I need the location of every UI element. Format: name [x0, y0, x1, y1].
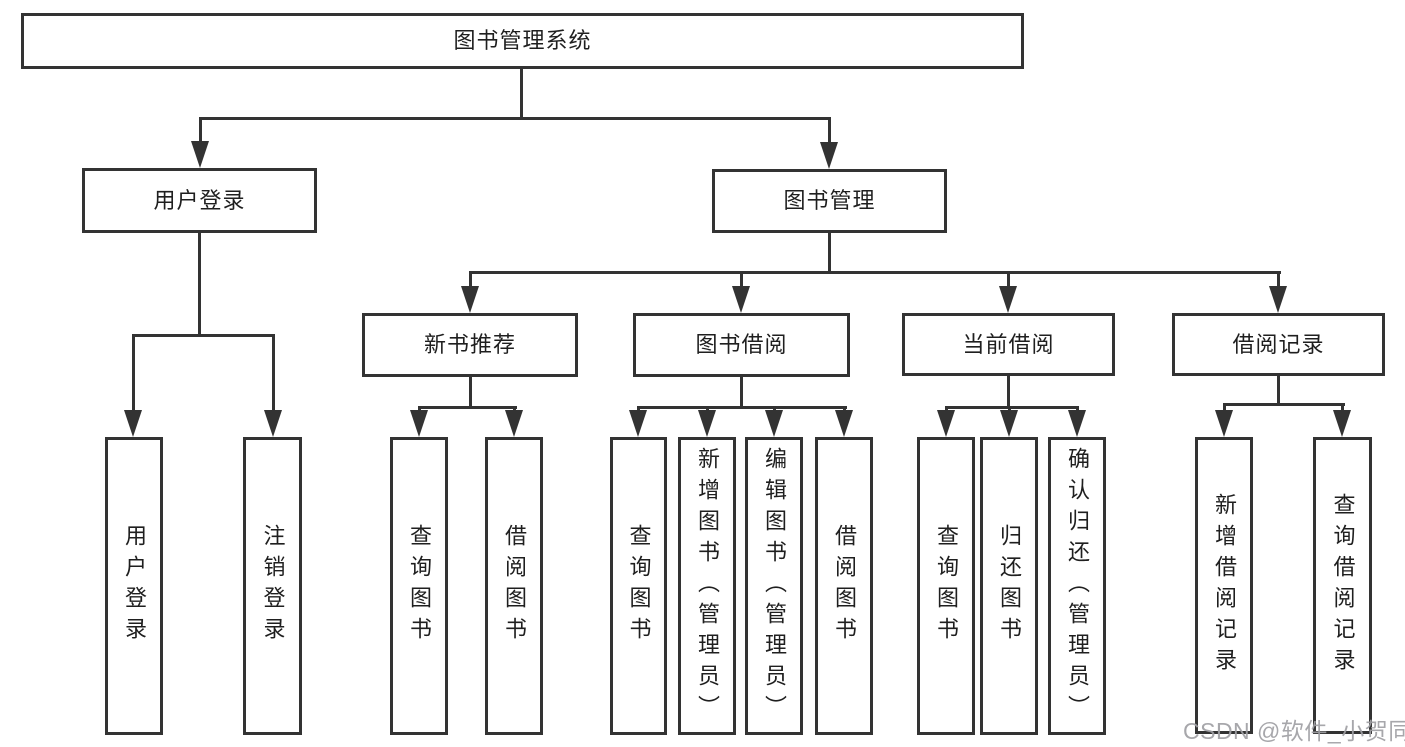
connector-vline — [198, 233, 201, 336]
connector-hline — [199, 117, 831, 120]
leaf-confirm-return-admin: 确认归还（管理员） — [1048, 437, 1106, 735]
leaf-user-login-label: 用户登录 — [122, 524, 147, 648]
node-user-login-label: 用户登录 — [153, 187, 246, 213]
connector-vline — [520, 69, 523, 119]
connector-vline — [740, 377, 743, 409]
arrow-down-icon — [461, 286, 479, 313]
arrow-down-icon — [410, 410, 428, 437]
connector-hline — [945, 406, 1079, 409]
leaf-logout: 注销登录 — [243, 437, 302, 735]
arrow-down-icon — [191, 141, 209, 168]
csdn-watermark: CSDN @软件_小贺同学 — [1183, 718, 1405, 744]
node-book-borrow-label: 图书借阅 — [695, 332, 788, 357]
connector-vline — [132, 334, 135, 414]
connector-vline — [469, 377, 472, 409]
node-book-borrow: 图书借阅 — [633, 313, 850, 377]
connector-hline — [132, 334, 275, 337]
leaf-query-books-2-label: 查询图书 — [626, 524, 652, 648]
leaf-query-books-2: 查询图书 — [610, 437, 667, 735]
connector-vline — [1341, 403, 1344, 413]
connector-vline — [740, 271, 743, 289]
node-root: 图书管理系统 — [21, 13, 1024, 69]
connector-vline — [828, 233, 831, 274]
connector-hline — [1223, 403, 1345, 406]
connector-vline — [1007, 376, 1010, 409]
node-borrow-records: 借阅记录 — [1172, 313, 1385, 376]
node-borrow-records-label: 借阅记录 — [1232, 331, 1325, 357]
connector-vline — [1007, 271, 1010, 289]
leaf-borrow-books-2: 借阅图书 — [815, 437, 873, 735]
connector-vline — [469, 271, 472, 289]
leaf-logout-label: 注销登录 — [260, 524, 286, 648]
leaf-query-books-1-label: 查询图书 — [407, 524, 432, 648]
leaf-add-borrow-record: 新增借阅记录 — [1195, 437, 1253, 734]
node-book-management: 图书管理 — [712, 169, 947, 233]
connector-hline — [637, 406, 847, 409]
connector-vline — [1277, 376, 1280, 406]
leaf-borrow-books-2-label: 借阅图书 — [832, 524, 857, 648]
leaf-borrow-books-1: 借阅图书 — [485, 437, 543, 735]
connector-hline — [469, 271, 1281, 274]
arrow-down-icon — [629, 410, 647, 437]
connector-vline — [199, 117, 202, 145]
leaf-query-books-1: 查询图书 — [390, 437, 448, 735]
node-new-book-recommend-label: 新书推荐 — [423, 332, 516, 357]
arrow-down-icon — [1215, 410, 1233, 437]
arrow-down-icon — [124, 410, 142, 437]
arrow-down-icon — [1068, 410, 1086, 437]
connector-vline — [272, 334, 275, 414]
leaf-return-books-label: 归还图书 — [997, 524, 1022, 648]
arrow-down-icon — [1000, 410, 1018, 437]
leaf-user-login: 用户登录 — [105, 437, 163, 735]
leaf-query-borrow-record-label: 查询借阅记录 — [1330, 492, 1356, 679]
arrow-down-icon — [835, 410, 853, 437]
connector-vline — [1277, 271, 1280, 289]
node-root-label: 图书管理系统 — [453, 28, 592, 53]
arrow-down-icon — [1269, 286, 1287, 313]
arrow-down-icon — [264, 410, 282, 437]
leaf-query-books-3: 查询图书 — [917, 437, 975, 735]
leaf-borrow-books-1-label: 借阅图书 — [502, 524, 527, 648]
leaf-add-borrow-record-label: 新增借阅记录 — [1212, 492, 1237, 679]
arrow-down-icon — [937, 410, 955, 437]
arrow-down-icon — [999, 286, 1017, 313]
node-user-login: 用户登录 — [82, 168, 317, 233]
connector-hline — [418, 406, 517, 409]
node-new-book-recommend: 新书推荐 — [362, 313, 578, 377]
node-current-borrow: 当前借阅 — [902, 313, 1115, 376]
leaf-edit-books-admin: 编辑图书（管理员） — [745, 437, 803, 735]
connector-vline — [828, 117, 831, 145]
leaf-add-books-admin-label: 新增图书（管理员） — [695, 446, 720, 726]
arrow-down-icon — [1333, 410, 1351, 437]
leaf-query-borrow-record: 查询借阅记录 — [1313, 437, 1372, 734]
arrow-down-icon — [505, 410, 523, 437]
leaf-confirm-return-admin-label: 确认归还（管理员） — [1065, 446, 1090, 726]
arrow-down-icon — [820, 142, 838, 169]
arrow-down-icon — [698, 410, 716, 437]
leaf-return-books: 归还图书 — [980, 437, 1038, 735]
connector-vline — [1223, 403, 1226, 413]
leaf-edit-books-admin-label: 编辑图书（管理员） — [762, 446, 787, 726]
arrow-down-icon — [765, 410, 783, 437]
node-current-borrow-label: 当前借阅 — [962, 331, 1055, 357]
leaf-add-books-admin: 新增图书（管理员） — [678, 437, 736, 735]
leaf-query-books-3-label: 查询图书 — [934, 524, 959, 648]
arrow-down-icon — [732, 286, 750, 313]
node-book-management-label: 图书管理 — [783, 188, 876, 213]
